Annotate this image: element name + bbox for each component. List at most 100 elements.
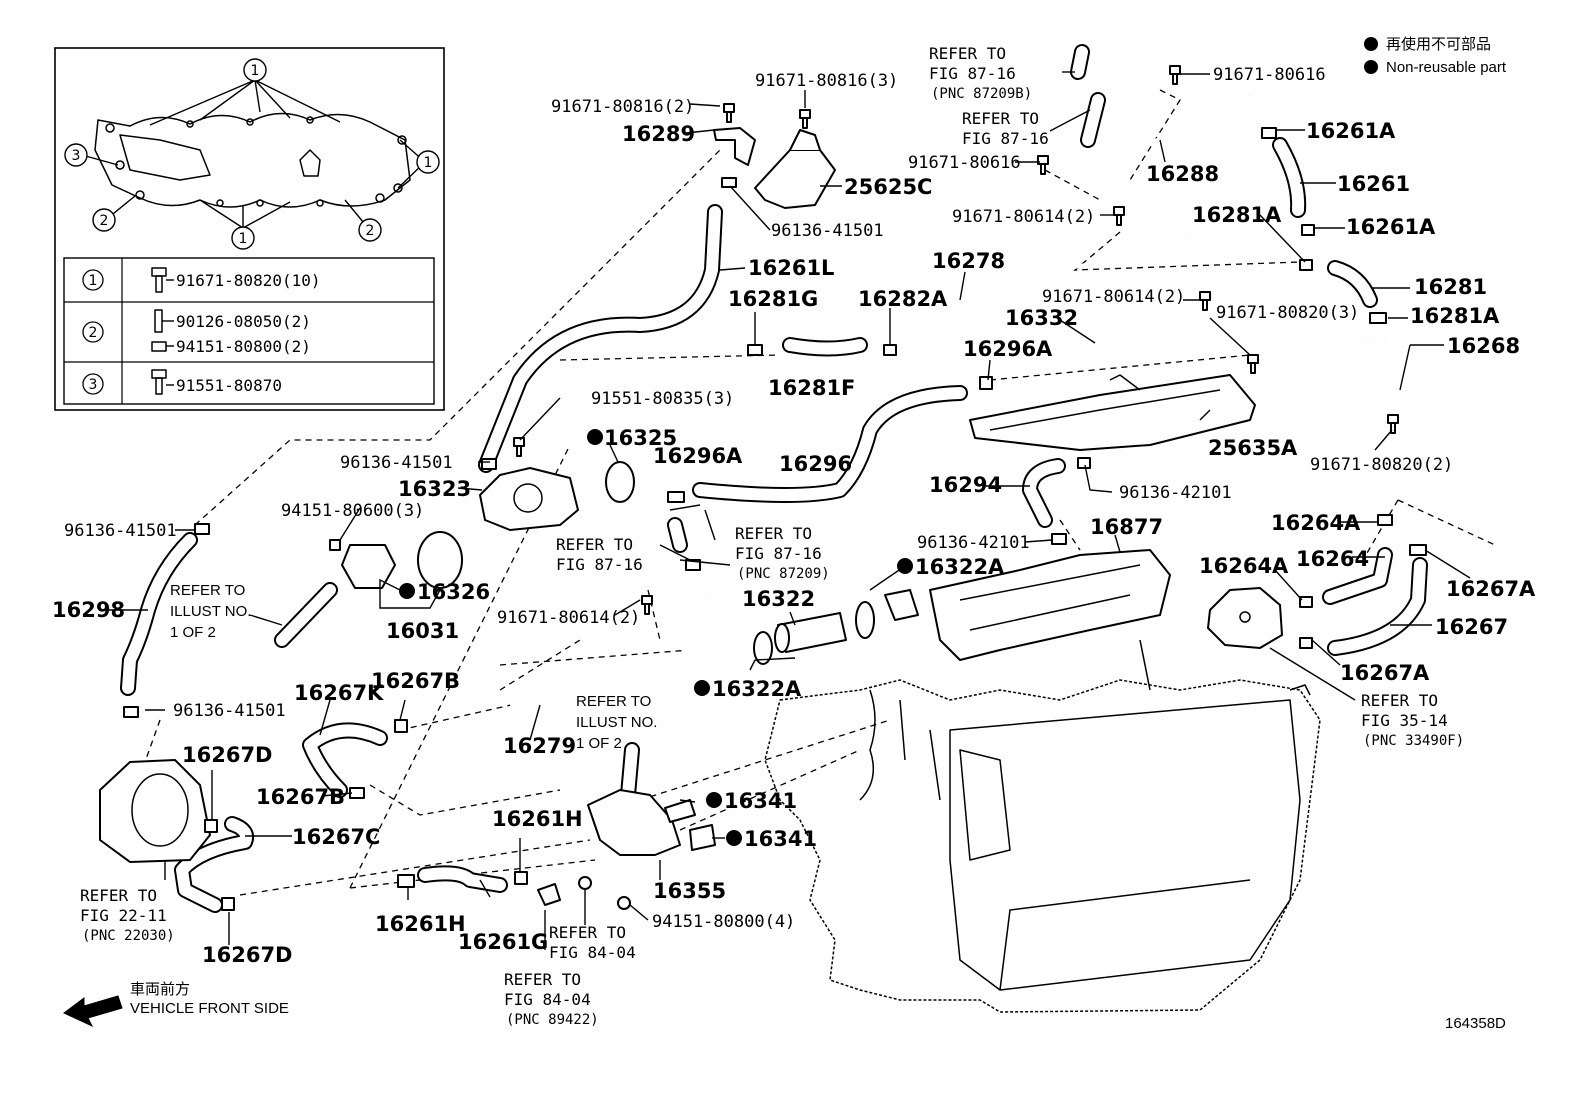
ref-84-04-b-l3: (PNC 89422) bbox=[506, 1012, 599, 1028]
bracket-25625c bbox=[754, 129, 836, 209]
bolt-label-91671-80614-a: 91671-80614(2) bbox=[952, 207, 1095, 227]
hose-16261g bbox=[417, 865, 508, 893]
hose-16296 bbox=[692, 385, 968, 503]
part-label-16261a-2: 16261A bbox=[1346, 215, 1436, 239]
non-reusable-dot-icon bbox=[587, 429, 603, 445]
hose-refer-lower bbox=[667, 517, 688, 553]
bolt-label-91671-80816-2: 91671-80816(2) bbox=[551, 97, 694, 117]
bolt-label-91671-80820-3: 91671-80820(3) bbox=[1216, 303, 1359, 323]
part-label-16322: 16322 bbox=[742, 587, 815, 611]
non-reusable-dot-icon bbox=[694, 680, 710, 696]
bolt-icon bbox=[151, 267, 167, 293]
bracket-16289 bbox=[713, 127, 756, 166]
direction-en: VEHICLE FRONT SIDE bbox=[130, 1000, 289, 1017]
non-reusable-dot-icon bbox=[1364, 60, 1378, 74]
illust-ref-b-l2: ILLUST NO. bbox=[576, 714, 657, 731]
pipe-16279 bbox=[509, 598, 713, 708]
hose-refer-mid bbox=[1080, 92, 1106, 148]
tube-16322 bbox=[774, 612, 847, 653]
part-label-16332: 16332 bbox=[1005, 306, 1078, 330]
part-label-16296a-2: 16296A bbox=[653, 444, 743, 468]
bolt-label-96136-42101-b: 96136-42101 bbox=[917, 533, 1030, 553]
table-part-91551-80870: 91551-80870 bbox=[176, 376, 282, 395]
illust-ref-a-l2: ILLUST NO. bbox=[170, 603, 251, 620]
part-label-16267c: 16267C bbox=[292, 825, 380, 849]
inset-callout-1-top: 1 bbox=[243, 58, 267, 82]
bolt-label-96136-41501-d: 96136-41501 bbox=[173, 701, 286, 721]
part-label-16281g: 16281G bbox=[728, 287, 818, 311]
ref-84-04-b-l2: FIG 84-04 bbox=[504, 990, 591, 1009]
ref-22-11-l1: REFER TO bbox=[80, 886, 157, 905]
ref-87-16-a-l3: (PNC 87209B) bbox=[931, 86, 1032, 102]
hose-16294 bbox=[1022, 458, 1066, 528]
bolt-label-91671-80816-3: 91671-80816(3) bbox=[755, 71, 898, 91]
part-label-16281a-2: 16281A bbox=[1410, 304, 1500, 328]
part-label-16264a-1: 16264A bbox=[1271, 511, 1361, 535]
oring-16322a bbox=[855, 601, 875, 639]
svg-text:3: 3 bbox=[72, 148, 81, 164]
ref-35-14-l1: REFER TO bbox=[1361, 691, 1438, 710]
part-label-16322a-1: 16322A bbox=[915, 555, 1005, 579]
part-label-16267a-1: 16267A bbox=[1446, 577, 1536, 601]
ref-87-16-a-l1: REFER TO bbox=[929, 44, 1006, 63]
hose-refer-top bbox=[1070, 44, 1090, 80]
part-label-16261: 16261 bbox=[1337, 172, 1410, 196]
non-reusable-dot-icon bbox=[1364, 37, 1378, 51]
ref-87-16-b-l2: FIG 87-16 bbox=[962, 129, 1049, 148]
part-label-16264a-2: 16264A bbox=[1199, 554, 1289, 578]
inset-callout-2-right: 2 bbox=[358, 218, 382, 242]
hose-16281f bbox=[782, 337, 868, 357]
svg-text:1: 1 bbox=[424, 155, 433, 171]
bolt-label-94151-80600: 94151-80600(3) bbox=[281, 501, 424, 521]
part-label-16296a-1: 16296A bbox=[963, 337, 1053, 361]
hose-16267k bbox=[302, 722, 388, 798]
pipe-16288 bbox=[1098, 92, 1252, 153]
water-outlet-16355 bbox=[587, 789, 716, 856]
bolt-label-91671-80616-b: 91671-80616 bbox=[908, 153, 1021, 173]
non-reusable-dot-icon bbox=[399, 583, 415, 599]
svg-text:2: 2 bbox=[366, 223, 375, 239]
vehicle-front-indicator: 車両前方 VEHICLE FRONT SIDE bbox=[63, 981, 289, 1028]
bolt-label-91671-80614-b: 91671-80614(2) bbox=[1042, 287, 1185, 307]
part-label-16264: 16264 bbox=[1296, 547, 1369, 571]
bolt-label-91671-80614-c: 91671-80614(2) bbox=[497, 608, 640, 628]
bolt-label-96136-41501-a: 96136-41501 bbox=[771, 221, 884, 241]
hose-refer-16355 bbox=[620, 742, 640, 803]
hose-16261l bbox=[478, 204, 723, 473]
ref-84-04-b-l1: REFER TO bbox=[504, 970, 581, 989]
non-reusable-dot-icon bbox=[897, 558, 913, 574]
sensor-drawing bbox=[537, 876, 631, 910]
hose-16264 bbox=[1322, 547, 1393, 605]
inset-fastener-table: 1 2 3 91671-80820(10) 90126-08050(2) 941… bbox=[63, 257, 435, 405]
part-label-16341-2: 16341 bbox=[744, 827, 817, 851]
thermostat-16031 bbox=[341, 531, 463, 589]
bolt-label-96136-42101-a: 96136-42101 bbox=[1119, 483, 1232, 503]
bolt-label-91551-80835: 91551-80835(3) bbox=[591, 389, 734, 409]
bolt-icon bbox=[151, 369, 167, 395]
part-label-16267k: 16267K bbox=[294, 681, 384, 705]
throttle-body bbox=[99, 759, 211, 863]
non-reusable-dot-icon bbox=[726, 830, 742, 846]
table-part-94151-80800: 94151-80800(2) bbox=[176, 337, 311, 356]
pipe-16278 bbox=[911, 233, 1191, 342]
ref-84-04-a-l1: REFER TO bbox=[549, 923, 626, 942]
hose-16281 bbox=[1327, 260, 1378, 308]
svg-text:1: 1 bbox=[239, 231, 248, 247]
ref-87-16-c-l3: (PNC 87209) bbox=[737, 566, 830, 582]
ref-35-14-l3: (PNC 33490F) bbox=[1363, 733, 1464, 749]
bolt-label-96136-41501-c: 96136-41501 bbox=[64, 521, 177, 541]
inset-callout-1-right: 1 bbox=[416, 150, 440, 174]
part-label-25625c: 25625C bbox=[844, 175, 932, 199]
inset-callout-2-left: 2 bbox=[92, 208, 116, 232]
inset-callout-3: 3 bbox=[64, 143, 88, 167]
illust-ref-b-l1: REFER TO bbox=[576, 693, 651, 710]
svg-text:2: 2 bbox=[100, 213, 109, 229]
part-label-16267b-1: 16267B bbox=[371, 669, 460, 693]
legend-en: Non-reusable part bbox=[1386, 59, 1507, 76]
table-part-91671-80820: 91671-80820(10) bbox=[176, 271, 321, 290]
part-label-16341-1: 16341 bbox=[724, 789, 797, 813]
part-label-16296: 16296 bbox=[779, 452, 852, 476]
part-label-16261h-2: 16261H bbox=[375, 912, 466, 936]
figure-id: 164358D bbox=[1445, 1015, 1506, 1032]
